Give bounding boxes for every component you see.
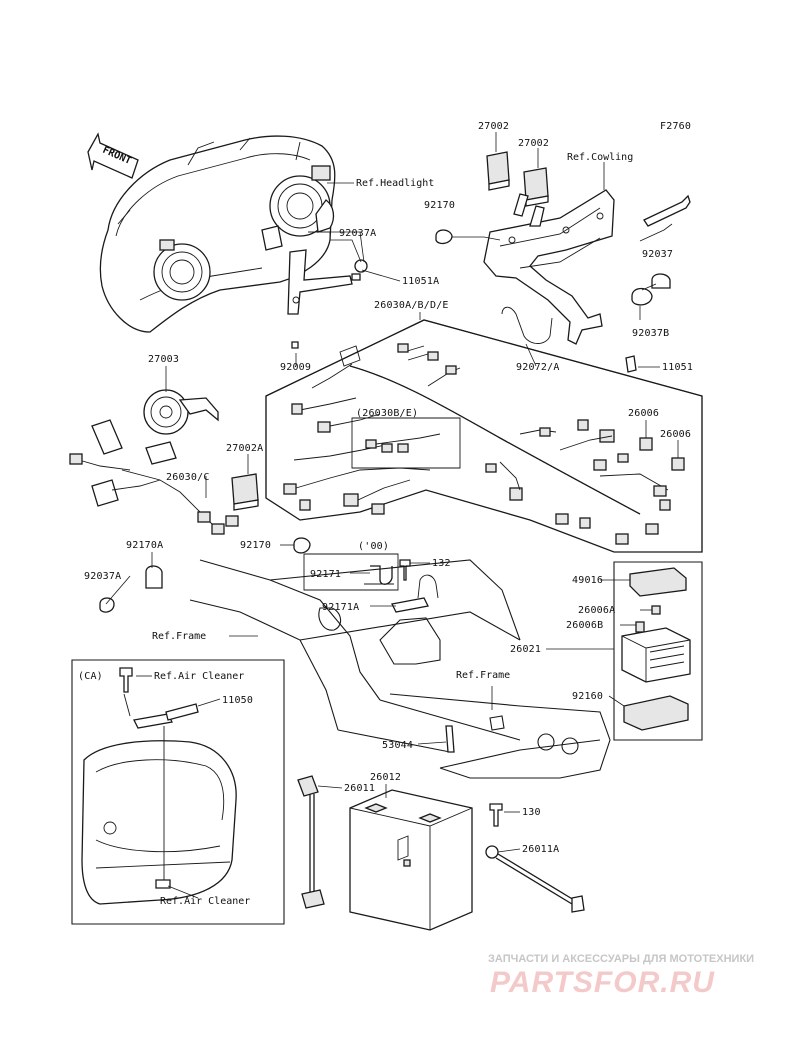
part-26011a: 26011A xyxy=(522,844,559,855)
part-11050: 11050 xyxy=(222,695,253,706)
clamp-92170a xyxy=(145,565,163,589)
cable-26011a xyxy=(485,845,585,913)
part-26012: 26012 xyxy=(370,772,401,783)
part-92171a: 92171A xyxy=(322,602,359,613)
bolt-132 xyxy=(399,559,411,581)
part-92037: 92037 xyxy=(642,249,673,260)
horn-27003 xyxy=(143,389,219,435)
band-92072a xyxy=(501,306,553,344)
part-27002a: 27002A xyxy=(226,443,263,454)
cowling-stay xyxy=(483,189,615,345)
part-130: 130 xyxy=(522,807,541,818)
relay-27002-upper xyxy=(486,151,510,191)
clamp-92037a-mid xyxy=(99,597,115,613)
band-92037 xyxy=(643,194,691,227)
part-92037a-mid: 92037A xyxy=(84,571,121,582)
ref-headlight: Ref.Headlight xyxy=(356,178,434,189)
part-26030c: 26030/C xyxy=(166,472,210,483)
frame-outline xyxy=(189,559,611,779)
clip-11051 xyxy=(625,355,637,373)
part-27003: 27003 xyxy=(148,354,179,365)
bolt-130 xyxy=(489,803,503,827)
ca-box xyxy=(71,659,285,925)
part-92171: 92171 xyxy=(310,569,341,580)
part-92170-upper: 92170 xyxy=(424,200,455,211)
figure-code: F2760 xyxy=(660,121,691,132)
pin-53044 xyxy=(445,725,455,753)
part-26011: 26011 xyxy=(344,783,375,794)
part-92170-mid: 92170 xyxy=(240,540,271,551)
part-26021: 26021 xyxy=(510,644,541,655)
part-49016: 49016 xyxy=(572,575,603,586)
fuse-26006-lower xyxy=(671,457,685,471)
note-year-00: ('00) xyxy=(358,541,389,552)
ref-cowling: Ref.Cowling xyxy=(567,152,633,163)
fuse-26006-upper xyxy=(639,437,653,451)
part-11051a: 11051A xyxy=(402,276,439,287)
part-26006-lower: 26006 xyxy=(660,429,691,440)
bracket-92171a xyxy=(391,597,429,613)
cable-26011 xyxy=(297,775,325,909)
note-variant-b-e: (26030B/E) xyxy=(356,408,418,419)
part-132: 132 xyxy=(432,558,451,569)
part-26030abde: 26030A/B/D/E xyxy=(374,300,449,311)
relay-27002-lower xyxy=(523,167,549,207)
part-92037b: 92037B xyxy=(632,328,669,339)
clamp-92037b xyxy=(631,273,671,306)
part-27002-lower: 27002 xyxy=(518,138,549,149)
battery-26012 xyxy=(349,789,473,931)
relay-27002a xyxy=(231,473,259,511)
year-00-box xyxy=(303,553,399,591)
watermark-logo: PARTSFOR.RU xyxy=(490,966,715,999)
part-92072a: 92072/A xyxy=(516,362,560,373)
part-92037a-upper: 92037A xyxy=(339,228,376,239)
part-92160: 92160 xyxy=(572,691,603,702)
watermark-caption: ЗАПЧАСТИ И АКСЕССУАРЫ ДЛЯ МОТОТЕХНИКИ xyxy=(488,953,754,965)
part-92009: 92009 xyxy=(280,362,311,373)
part-92170a: 92170A xyxy=(126,540,163,551)
part-27002-upper: 27002 xyxy=(478,121,509,132)
part-26006-upper: 26006 xyxy=(628,408,659,419)
headlight-bracket xyxy=(287,249,368,349)
main-harness xyxy=(265,319,703,553)
clamp-92170-mid xyxy=(293,537,311,554)
note-ca: (CA) xyxy=(78,671,103,682)
part-26006a: 26006A xyxy=(578,605,615,616)
front-arrow: FRONT xyxy=(87,132,139,179)
leader-lines xyxy=(105,132,679,899)
ref-frame-left: Ref.Frame xyxy=(152,631,206,642)
junction-box-group xyxy=(613,561,703,741)
ref-air-cleaner-top: Ref.Air Cleaner xyxy=(154,671,244,682)
ref-air-cleaner-bottom: Ref.Air Cleaner xyxy=(160,896,250,907)
part-11051: 11051 xyxy=(662,362,693,373)
part-26006b: 26006B xyxy=(566,620,603,631)
ref-frame-right: Ref.Frame xyxy=(456,670,510,681)
sub-harness-26030c xyxy=(69,419,239,535)
clamp-92170-upper xyxy=(435,229,453,245)
headlight-assembly xyxy=(99,135,336,333)
part-53044: 53044 xyxy=(382,740,413,751)
